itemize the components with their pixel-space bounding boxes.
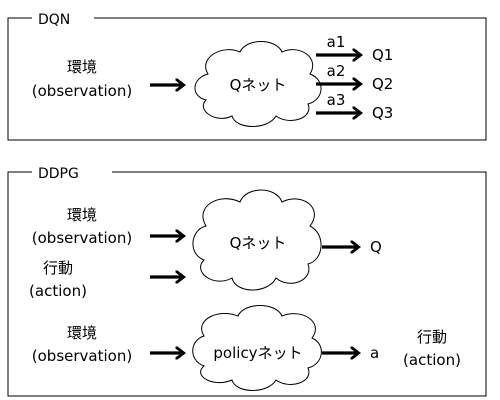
- ddpg-frame: [7, 171, 487, 397]
- dqn-q3: Q3: [372, 104, 393, 122]
- ddpg-critic-obs-sublabel: (observation): [32, 229, 132, 247]
- ddpg-q-net-label: Qネット: [230, 234, 287, 252]
- dqn-output-2: a2 Q2: [316, 62, 393, 93]
- dqn-q-network-cloud: [194, 41, 322, 127]
- ddpg-actor: 環境 (observation) policyネット a 行動 (action): [32, 305, 461, 391]
- dqn-input-label: 環境: [67, 58, 97, 76]
- ddpg-critic-action-sublabel: (action): [29, 282, 87, 300]
- ddpg-policy-output: a: [370, 344, 379, 362]
- ddpg-policy-network-cloud: [192, 305, 322, 391]
- ddpg-policy-output-note: 行動: [417, 328, 447, 346]
- dqn-input-sublabel: (observation): [32, 82, 132, 100]
- ddpg-q-output: Q: [370, 238, 382, 256]
- dqn-q2: Q2: [372, 75, 393, 93]
- ddpg-critic-action-label: 行動: [43, 259, 73, 277]
- dqn-net-label: Qネット: [230, 76, 287, 94]
- dqn-action-a1: a1: [327, 33, 346, 51]
- ddpg-policy-output-note-sub: (action): [403, 351, 461, 369]
- dqn-output-3: a3 Q3: [316, 91, 393, 122]
- ddpg-actor-obs-sublabel: (observation): [32, 347, 132, 365]
- dqn-frame: [7, 17, 487, 141]
- dqn-title: DQN: [38, 12, 70, 28]
- dqn-action-a3: a3: [327, 91, 346, 109]
- dqn-output-1: a1 Q1: [316, 33, 393, 64]
- ddpg-critic: 環境 (observation) 行動 (action) Qネット Q: [29, 189, 382, 300]
- ddpg-policy-net-label: policyネット: [213, 344, 302, 362]
- ddpg-section: DDPG 環境 (observation) 行動 (action) Qネット Q…: [7, 166, 487, 397]
- dqn-action-a2: a2: [327, 62, 346, 80]
- dqn-section: DQN 環境 (observation) Qネット a1 Q1 a2 Q2 a3…: [7, 12, 487, 141]
- dqn-q1: Q1: [372, 46, 393, 64]
- ddpg-q-network-cloud: [192, 189, 322, 291]
- ddpg-title: DDPG: [38, 166, 79, 182]
- ddpg-critic-obs-label: 環境: [67, 206, 97, 224]
- ddpg-actor-obs-label: 環境: [67, 324, 97, 342]
